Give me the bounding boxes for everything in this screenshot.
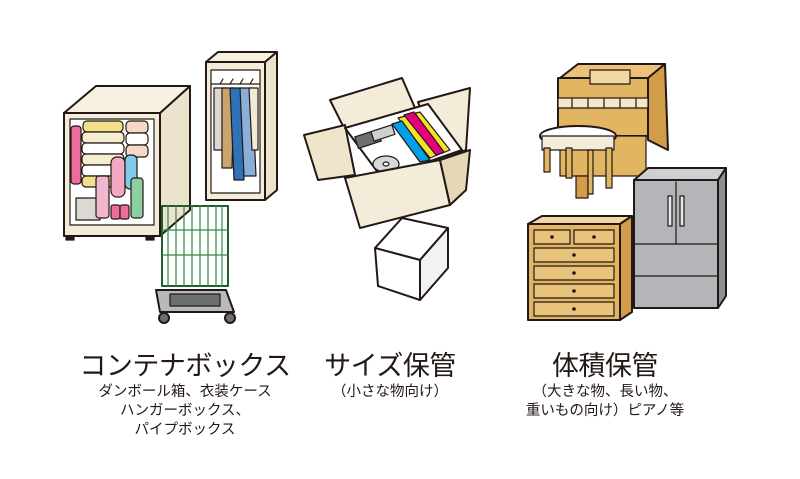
size-storage-caption: サイズ保管 （小さな物向け） xyxy=(310,351,470,402)
category-title: コンテナボックス xyxy=(79,351,291,382)
category-title: 体積保管 xyxy=(552,351,659,382)
container-box-icon xyxy=(63,85,191,241)
small-white-box-icon xyxy=(374,217,449,301)
container-box-caption: コンテナボックス ダンボール箱、衣装ケース ハンガーボックス、 パイプボックス xyxy=(70,351,300,440)
chest-of-drawers-icon xyxy=(527,215,633,321)
category-description-line: パイプボックス xyxy=(134,422,236,438)
volume-storage-caption: 体積保管 （大きな物、長い物、 重いもの向け）ピアノ等 xyxy=(500,351,710,421)
category-description-line: ハンガーボックス、 xyxy=(119,403,251,419)
category-description-line: ダンボール箱、衣装ケース xyxy=(98,384,272,400)
hanger-box-icon xyxy=(205,51,278,201)
roll-cart-icon xyxy=(155,205,236,324)
refrigerator-icon xyxy=(633,167,727,309)
piano-bench-icon xyxy=(539,125,617,195)
category-description-line: （大きな物、長い物、 xyxy=(532,384,678,400)
category-description-line: （小さな物向け） xyxy=(332,384,448,400)
cardboard-box-icon xyxy=(303,77,471,229)
category-title: サイズ保管 xyxy=(324,351,456,382)
category-description-line: 重いもの向け）ピアノ等 xyxy=(525,403,685,419)
